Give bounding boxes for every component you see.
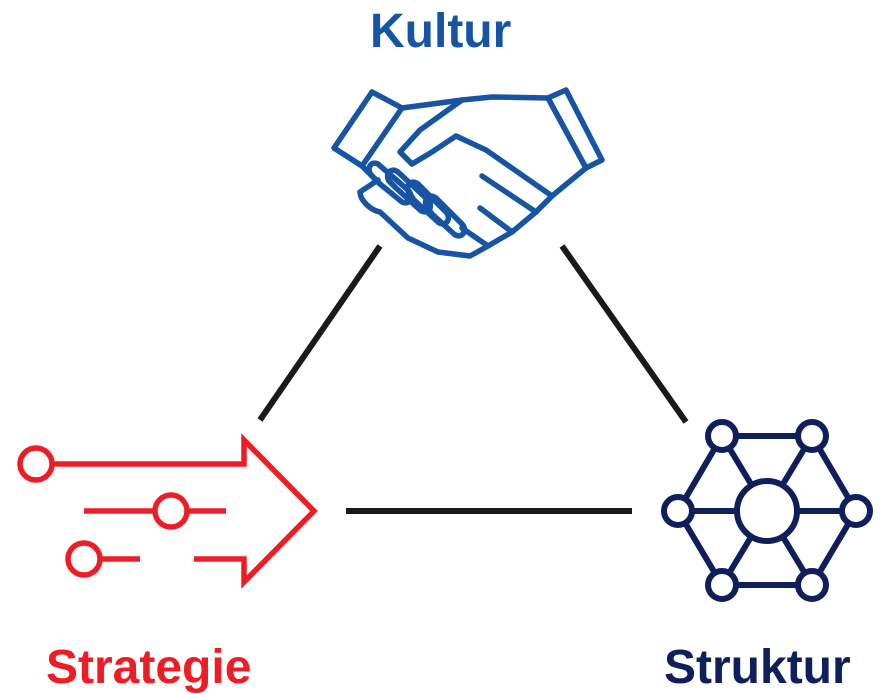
network-node bbox=[795, 568, 829, 602]
arrow-node-bottom bbox=[65, 540, 103, 578]
kultur-label: Kultur bbox=[370, 5, 512, 58]
arrow-node-middle bbox=[152, 492, 190, 530]
arrow-paths-icon bbox=[17, 433, 318, 589]
network-node bbox=[839, 494, 873, 528]
connector-lines bbox=[257, 244, 689, 514]
connector-kultur-struktur bbox=[559, 244, 689, 424]
struktur-label: Struktur bbox=[664, 641, 851, 694]
connector-kultur-strategie bbox=[257, 244, 383, 422]
network-node bbox=[795, 419, 829, 453]
handshake-icon bbox=[331, 87, 605, 259]
network-node bbox=[705, 419, 739, 453]
hexagon-network-icon bbox=[661, 419, 873, 602]
network-node bbox=[705, 568, 739, 602]
strategie-label: Strategie bbox=[46, 641, 252, 694]
network-hub bbox=[734, 478, 800, 544]
arrow-node-top bbox=[17, 445, 55, 483]
network-node bbox=[661, 494, 695, 528]
